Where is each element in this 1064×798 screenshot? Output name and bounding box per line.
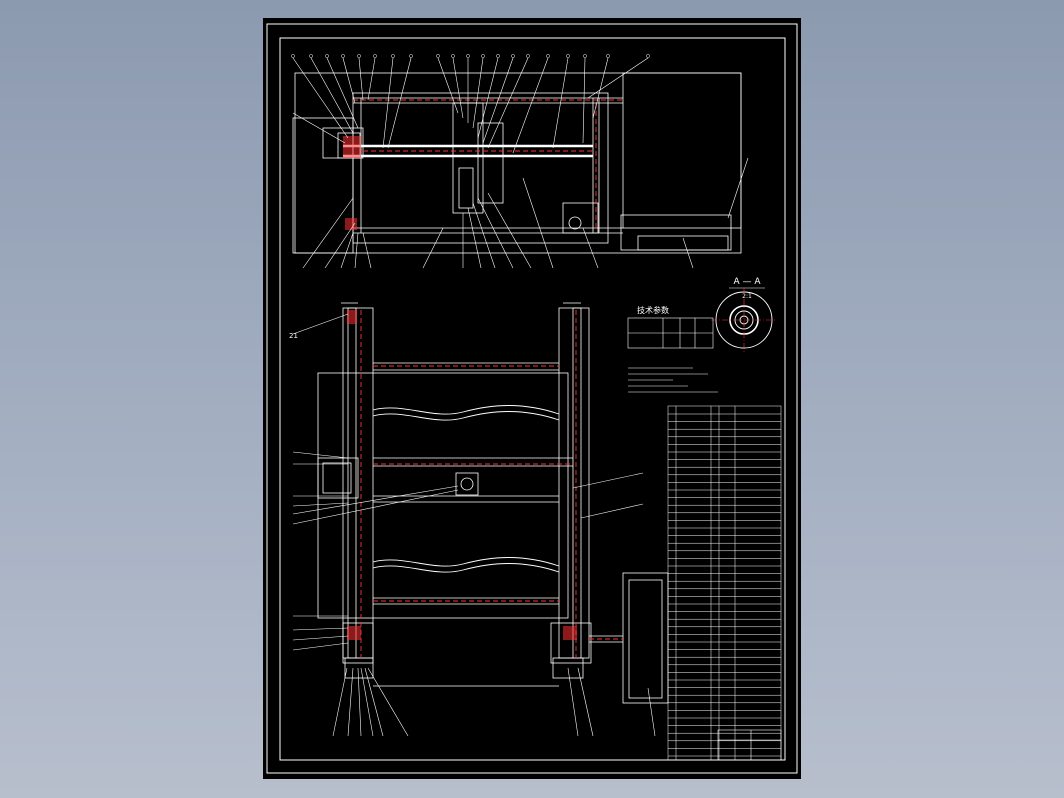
tech-table-title: 技术参数: [637, 305, 669, 315]
top-view: [292, 72, 742, 254]
title-block: [717, 729, 782, 761]
front-view-hidden: [360, 310, 623, 658]
parts-list: [667, 405, 782, 761]
tech-parameters-table: 技术参数: [627, 305, 718, 393]
top-view-leaders: [292, 57, 749, 269]
top-view-hatch: [343, 136, 361, 230]
parts-list-rows: [668, 413, 781, 757]
front-view-leaders: [292, 313, 656, 737]
drawing-sheet: A — A 2:1 技术参数: [263, 18, 801, 779]
section-a-a: A — A 2:1: [711, 277, 777, 352]
section-scale: 2:1: [742, 293, 752, 300]
sheet-frame: [266, 23, 798, 774]
tech-notes: [628, 367, 718, 393]
break-lines: [372, 405, 560, 573]
part-number-20: 21: [289, 332, 298, 340]
top-view-hidden: [353, 99, 623, 228]
front-view: [317, 302, 669, 704]
front-view-hatch: [347, 310, 577, 640]
section-label: A — A: [733, 277, 761, 287]
top-view-leader-balloons: [291, 54, 650, 58]
